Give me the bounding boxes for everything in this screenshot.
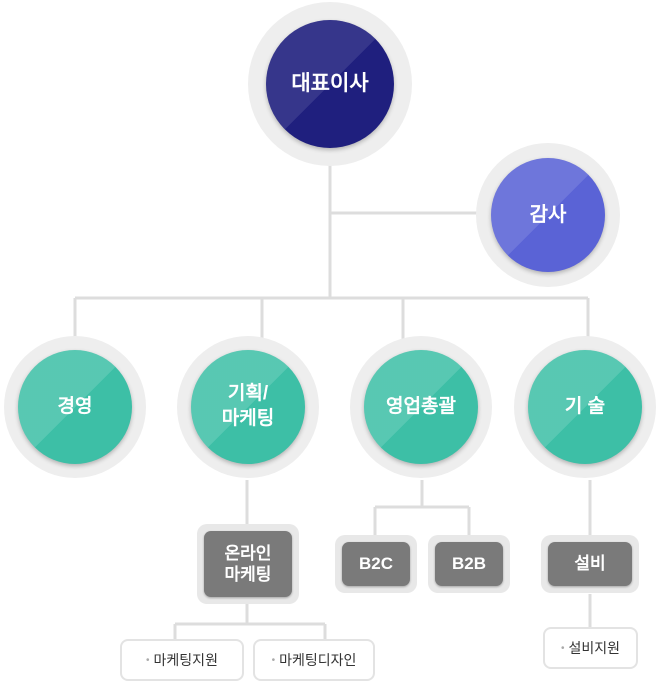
facility-label: 설비 <box>574 554 606 574</box>
bullet-icon: • <box>146 654 150 666</box>
b2b-label: B2B <box>451 554 486 574</box>
management-label: 경영 <box>57 395 93 417</box>
online-label-line2: 마케팅 <box>224 565 272 584</box>
facility-support-node: • 설비지원 <box>543 627 638 669</box>
planning-label-line1: 기획/ <box>227 383 269 405</box>
ceo-node: 대표이사 <box>248 2 412 166</box>
b2c-label: B2C <box>358 554 393 574</box>
online-label-line1: 온라인 <box>224 543 272 563</box>
management-node: 경영 <box>4 336 146 478</box>
marketing-support-label: 마케팅지원 <box>153 652 218 668</box>
sales-label: 영업총괄 <box>386 395 456 417</box>
marketing-design-node: • 마케팅디자인 <box>253 639 375 681</box>
tech-label: 기 술 <box>564 395 606 417</box>
planning-marketing-node: 기획/마케팅 <box>177 336 319 478</box>
ceo-label: 대표이사 <box>291 72 369 96</box>
bullet-icon: • <box>271 654 276 666</box>
tech-node: 기 술 <box>514 336 656 478</box>
marketing-design-label: 마케팅디자인 <box>279 652 357 668</box>
b2b-node: B2B <box>428 535 510 593</box>
audit-label: 감사 <box>529 204 567 226</box>
marketing-support-node: • 마케팅지원 <box>120 639 244 681</box>
planning-label-line2: 마케팅 <box>221 408 275 429</box>
facility-support-label: 설비지원 <box>568 640 621 656</box>
b2c-node: B2C <box>335 535 417 593</box>
sales-node: 영업총괄 <box>350 336 492 478</box>
bullet-icon: • <box>560 642 565 654</box>
facility-node: 설비 <box>541 535 639 593</box>
audit-node: 감사 <box>476 143 620 287</box>
